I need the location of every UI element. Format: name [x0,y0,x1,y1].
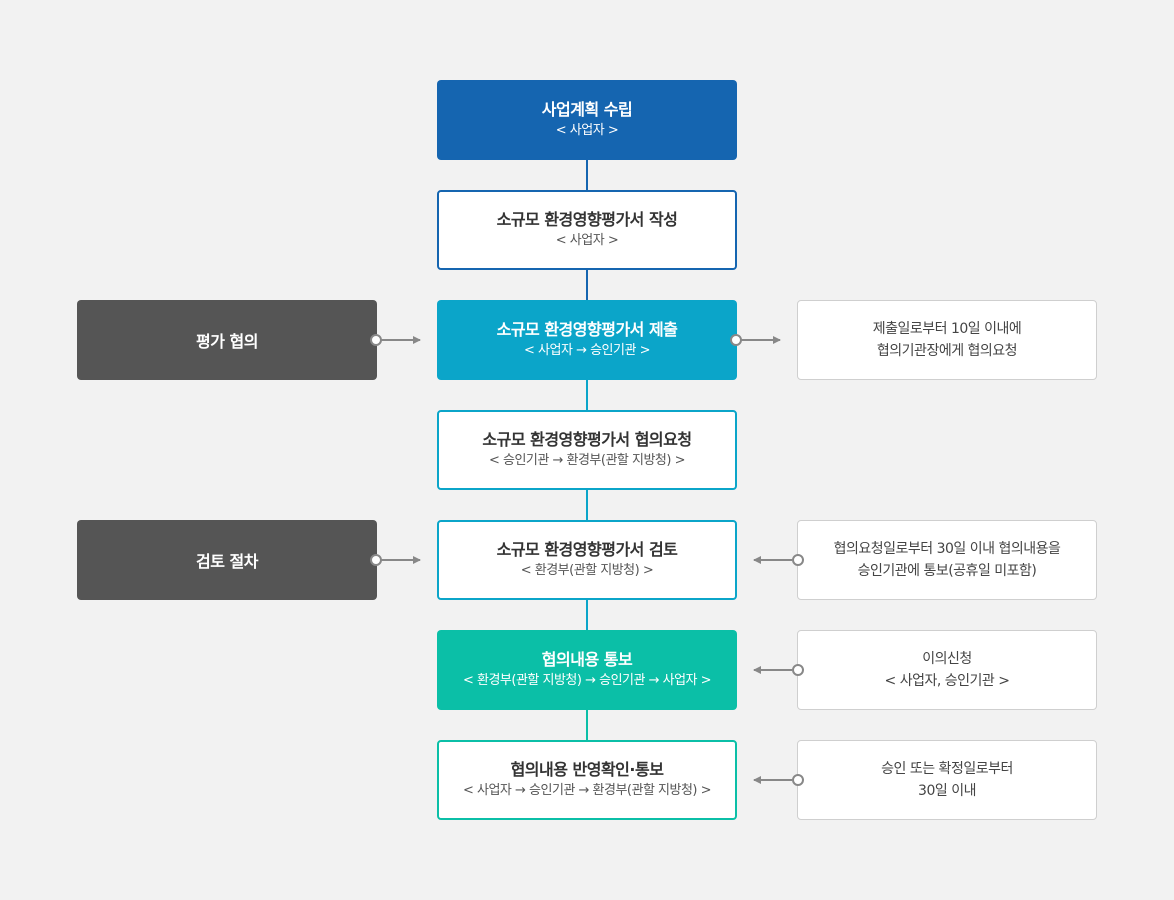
note-review-deadline: 협의요청일로부터 30일 이내 협의내용을 승인기관에 통보(공휴일 미포함) [797,520,1097,600]
step-business-plan: 사업계획 수립 < 사업자 > [437,80,737,160]
step-review: 소규모 환경영향평가서 검토 < 환경부(관할 지방청) > [437,520,737,600]
step-actor: < 사업자 > [555,123,619,138]
step-actor: < 환경부(관할 지방청) → 승인기관 → 사업자 > [462,673,712,688]
step-notify-consultation: 협의내용 통보 < 환경부(관할 지방청) → 승인기관 → 사업자 > [437,630,737,710]
connector-line [586,490,588,520]
arrow-submit-to-note [730,334,781,346]
arrow-note-to-review [753,554,804,566]
step-title: 소규모 환경영향평가서 작성 [496,210,678,229]
step-title: 협의내용 통보 [541,650,633,669]
note-line: 협의요청일로부터 30일 이내 협의내용을 [833,541,1061,557]
connector-line [586,380,588,410]
step-title: 소규모 환경영향평가서 협의요청 [482,430,692,449]
note-line: 이의신청 [922,651,972,667]
step-actor: < 사업자 → 승인기관 > [524,343,650,358]
step-title: 협의내용 반영확인·통보 [510,760,664,779]
note-line: 승인기관에 통보(공휴일 미포함) [857,563,1037,579]
arrow-review-to-step [370,554,421,566]
step-submit-assessment: 소규모 환경영향평가서 제출 < 사업자 → 승인기관 > [437,300,737,380]
side-label-eval: 평가 협의 [77,300,377,380]
side-label-review: 검토 절차 [77,520,377,600]
step-title: 소규모 환경영향평가서 검토 [496,540,678,559]
arrow-note-to-notify [753,664,804,676]
step-actor: < 승인기관 → 환경부(관할 지방청) > [488,453,686,468]
step-consultation-request: 소규모 환경영향평가서 협의요청 < 승인기관 → 환경부(관할 지방청) > [437,410,737,490]
note-line: 협의기관장에게 협의요청 [876,343,1018,359]
step-title: 소규모 환경영향평가서 제출 [496,320,678,339]
connector-line [586,270,588,300]
note-line: 30일 이내 [918,783,976,799]
arrow-note-to-confirm [753,774,804,786]
step-actor: < 환경부(관할 지방청) > [520,563,654,578]
note-line: < 사업자, 승인기관 > [884,673,1010,689]
note-confirm-deadline: 승인 또는 확정일로부터 30일 이내 [797,740,1097,820]
step-confirm-notify: 협의내용 반영확인·통보 < 사업자 → 승인기관 → 환경부(관할 지방청) … [437,740,737,820]
connector-line [586,600,588,630]
connector-line [586,710,588,740]
step-title: 사업계획 수립 [541,100,633,119]
note-line: 승인 또는 확정일로부터 [881,761,1013,777]
note-objection: 이의신청 < 사업자, 승인기관 > [797,630,1097,710]
arrow-eval-to-submit [370,334,421,346]
step-actor: < 사업자 → 승인기관 → 환경부(관할 지방청) > [462,783,712,798]
step-write-assessment: 소규모 환경영향평가서 작성 < 사업자 > [437,190,737,270]
note-submit-deadline: 제출일로부터 10일 이내에 협의기관장에게 협의요청 [797,300,1097,380]
note-line: 제출일로부터 10일 이내에 [872,321,1022,337]
step-actor: < 사업자 > [555,233,619,248]
connector-line [586,160,588,190]
